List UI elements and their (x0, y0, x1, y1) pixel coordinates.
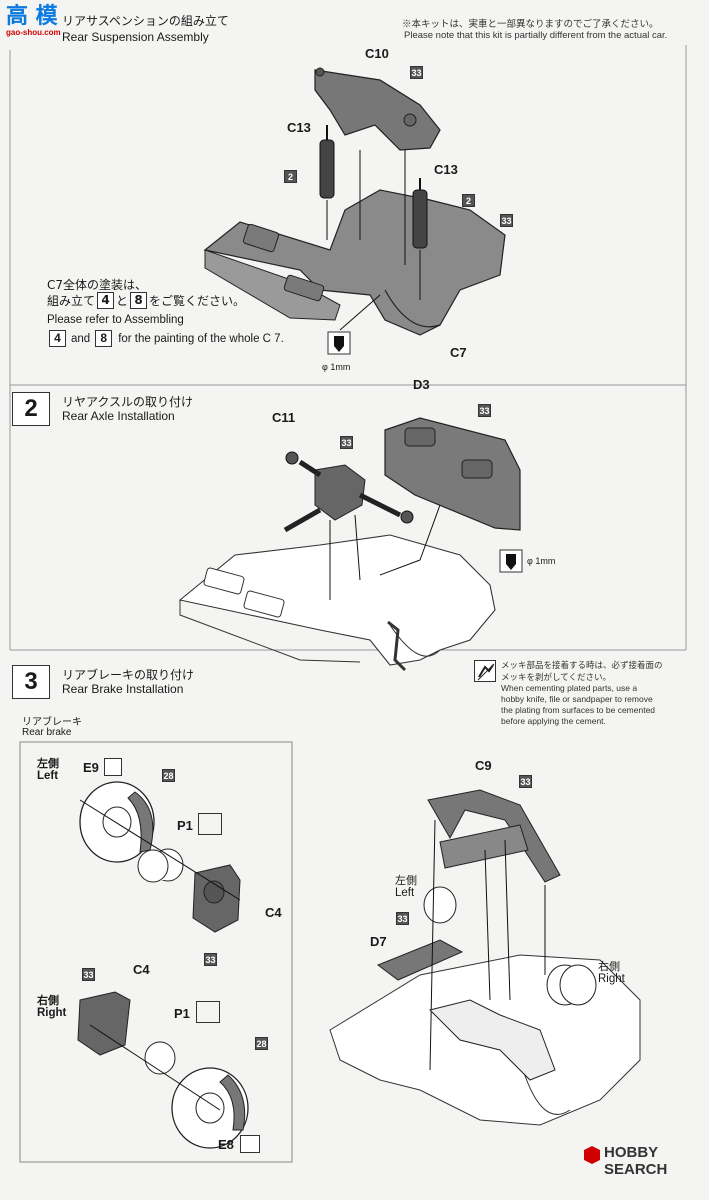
label-c11: C11 (272, 410, 296, 425)
label-c4: C4 (133, 962, 150, 977)
paint-badge: 33 (82, 968, 95, 981)
step1-title-jp: リアサスペンションの組み立て (62, 14, 229, 28)
paint-badge: 2 (462, 194, 475, 207)
plating-caution-icon (104, 758, 122, 776)
note-text: for the painting of the whole C 7. (118, 332, 284, 345)
left-label-en: Left (37, 770, 59, 782)
right-label-jp: 右側 (598, 960, 620, 973)
paint-badge: 28 (162, 769, 175, 782)
step2-title-jp: リヤアクスルの取り付け (62, 395, 194, 409)
caution-text-jp: メッキを剥がしてください。 (501, 672, 611, 682)
paint-badge: 33 (396, 912, 409, 925)
paint-badge: 33 (204, 953, 217, 966)
watermark-url: gao-shou.com (6, 28, 61, 37)
label-d7: D7 (370, 934, 387, 949)
ref-step-box: 4 (97, 292, 115, 309)
header-note-jp: ※本キットは、実車と一部異なりますのでご了承ください。 (402, 19, 659, 30)
step1-note-en-line2: 4 and 8 for the painting of the whole C … (47, 330, 284, 347)
label-c13: C13 (434, 162, 458, 177)
paint-badge: 33 (340, 436, 353, 449)
label-c7: C7 (450, 345, 467, 360)
label-c10: C10 (365, 46, 389, 61)
step1-drill-size: φ 1mm (322, 362, 351, 372)
brake-label-jp: リアブレーキ (22, 717, 82, 728)
caution-text-en: before applying the cement. (501, 716, 606, 726)
paint-badge: 33 (478, 404, 491, 417)
ref-step-box: 4 (49, 330, 66, 347)
note-text: 組み立て (47, 294, 96, 308)
plating-caution-icon (196, 1001, 220, 1023)
label-p1: P1 (177, 818, 193, 833)
plating-caution-icon (240, 1135, 260, 1153)
right-label-jp: 右側 (37, 994, 59, 1007)
step3-title-en: Rear Brake Installation (62, 682, 184, 696)
paint-badge: 33 (410, 66, 423, 79)
caution-text-en: When cementing plated parts, use a (501, 683, 638, 693)
plating-caution-icon (474, 660, 496, 682)
label-p1: P1 (174, 1006, 190, 1021)
note-text: and (71, 332, 91, 345)
note-text: をご覧ください。 (149, 294, 246, 308)
paint-badge: 33 (519, 775, 532, 788)
ref-step-box: 8 (130, 292, 148, 309)
step1-note-en-line1: Please refer to Assembling (47, 314, 184, 326)
label-c4: C4 (265, 905, 282, 920)
caution-text-en: the plating from surfaces to be cemented (501, 705, 656, 715)
footer-brand: HOBBY SEARCH (604, 1144, 668, 1178)
step1-note-jp-line2: 組み立て 4 と 8 をご覧ください。 (47, 292, 245, 309)
watermark-logo: 高 模 gao-shou.com (6, 4, 66, 38)
label-c9: C9 (475, 758, 492, 773)
step1-title-en: Rear Suspension Assembly (62, 30, 209, 44)
watermark-text: 高 模 (6, 4, 58, 29)
right-label-en: Right (37, 1007, 67, 1019)
step3-title-jp: リアブレーキの取り付け (62, 668, 195, 682)
step2-number: 2 (12, 392, 50, 426)
caution-text-jp: メッキ部品を接着する時は、必ず接着面の (501, 660, 663, 670)
left-label-jp: 左側 (395, 874, 417, 887)
paint-badge: 2 (284, 170, 297, 183)
label-e9: E9 (83, 760, 99, 775)
paint-badge: 28 (255, 1037, 268, 1050)
step1-note-jp-line1: C7全体の塗装は、 (47, 278, 148, 292)
brake-label-en: Rear brake (22, 727, 72, 738)
plating-caution-icon (198, 813, 222, 835)
caution-text-en: hobby knife, file or sandpaper to remove (501, 694, 653, 704)
right-label-en: Right (598, 973, 625, 985)
step3-number: 3 (12, 665, 50, 699)
paint-badge: 33 (500, 214, 513, 227)
label-c13: C13 (287, 120, 311, 135)
left-label-en: Left (395, 887, 415, 899)
ref-step-box: 8 (95, 330, 113, 347)
label-e8: E8 (218, 1137, 234, 1152)
label-d3: D3 (413, 377, 430, 392)
left-label-jp: 左側 (37, 757, 59, 770)
header-note-en: Please note that this kit is partially d… (404, 30, 668, 41)
step2-drill-size: φ 1mm (527, 556, 556, 566)
note-text: と (116, 294, 129, 308)
step2-title-en: Rear Axle Installation (62, 409, 175, 423)
